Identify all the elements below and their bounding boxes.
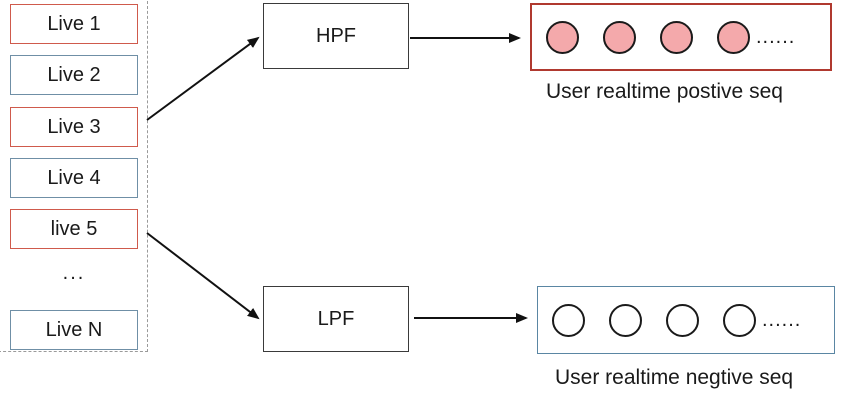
positive-item-dot — [717, 20, 750, 54]
negative-item-dot — [609, 303, 642, 337]
lpf-box: LPF — [263, 286, 409, 352]
lpf-label: LPF — [317, 307, 355, 330]
live-item-4: Live 4 — [10, 158, 138, 198]
live-item-label: Live N — [45, 318, 103, 341]
positive-item-dot — [660, 20, 693, 54]
live-item-label: Live 4 — [47, 166, 101, 189]
positive-sequence-caption: User realtime postive seq — [546, 80, 783, 103]
negative-sequence-caption: User realtime negtive seq — [555, 366, 794, 389]
live-item-label: Live 1 — [47, 12, 101, 35]
hpf-label: HPF — [316, 24, 356, 47]
arrow-live-to-lpf — [146, 232, 260, 320]
negative-item-dot — [552, 303, 585, 337]
arrow-live-to-hpf — [146, 36, 260, 121]
live-item-label: Live 2 — [47, 63, 101, 86]
positive-sequence-ellipsis: ...... — [756, 25, 796, 48]
negative-item-dot — [666, 303, 699, 337]
live-item-label: Live 3 — [47, 115, 101, 138]
positive-sequence-box: ...... — [530, 3, 832, 71]
positive-item-dot — [603, 20, 636, 54]
hpf-box: HPF — [263, 3, 409, 69]
live-item-5: live 5 — [10, 209, 138, 249]
live-item-1: Live 1 — [10, 4, 138, 44]
live-item-n: Live N — [10, 310, 138, 350]
negative-sequence-ellipsis: ...... — [762, 308, 802, 331]
live-list — [0, 0, 148, 352]
positive-item-dot — [546, 20, 579, 54]
live-item-3: Live 3 — [10, 107, 138, 147]
live-item-label: live 5 — [50, 217, 98, 240]
live-item-2: Live 2 — [10, 55, 138, 95]
negative-item-dot — [723, 303, 756, 337]
live-list-ellipsis: ... — [62, 262, 86, 284]
negative-sequence-box: ...... — [537, 286, 835, 354]
